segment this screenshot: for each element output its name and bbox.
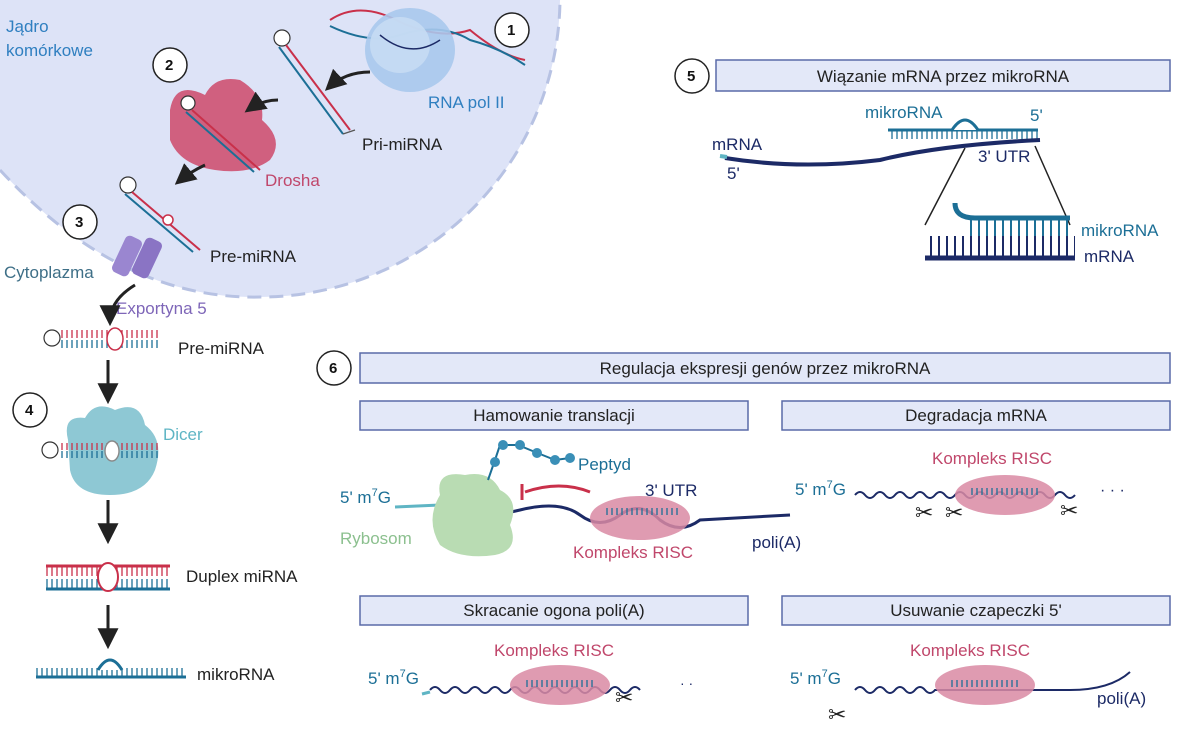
panel5-binding-diagram — [719, 118, 1075, 261]
mrna-degradation-diagram: · · · ✂ ✂ ✂ — [854, 475, 1125, 526]
exportin-label: Exportyna 5 — [116, 299, 207, 318]
sub2-title: Degradacja mRNA — [905, 406, 1047, 425]
step-5-number: 5 — [687, 68, 695, 85]
sub3-title: Skracanie ogona poli(A) — [463, 601, 644, 620]
panel5-zoom-mrna: mRNA — [1084, 247, 1135, 266]
exportin-channel — [112, 235, 162, 279]
panel6-title-box — [359, 352, 1171, 384]
svg-text:✂: ✂ — [615, 686, 633, 711]
translation-inhibition-diagram — [394, 440, 791, 557]
decapping-diagram: ✂ — [828, 665, 1131, 728]
panel5-title: Wiązanie mRNA przez mikroRNA — [817, 67, 1070, 86]
sub1-ribosom-label: Rybosom — [340, 529, 412, 548]
step-4-badge — [12, 392, 48, 428]
nucleus-label-line1: Jądro — [6, 17, 49, 36]
sub1-polya-label: poli(A) — [752, 533, 801, 552]
sub4-polya-label: poli(A) — [1097, 689, 1146, 708]
pre-mirna-nucleus-label: Pre-miRNA — [210, 247, 297, 266]
svg-text:· · ·: · · · — [1100, 482, 1125, 499]
step-2-number: 2 — [165, 57, 173, 74]
pri-mirna-hairpin — [273, 29, 356, 135]
sub3-title-box — [359, 595, 749, 626]
sub1-title-box — [359, 400, 749, 431]
sub4-title: Usuwanie czapeczki 5' — [890, 601, 1061, 620]
panel5-title-box — [715, 59, 1171, 92]
sub2-title-box — [781, 400, 1171, 431]
sub1-title: Hamowanie translacji — [473, 406, 635, 425]
svg-text:✂: ✂ — [945, 501, 963, 526]
pre-mirna-cyto-label: Pre-miRNA — [178, 339, 265, 358]
svg-text:· ·: · · — [680, 675, 693, 691]
panel5-mikrorna-label: mikroRNA — [865, 103, 943, 122]
rna-pol-label: RNA pol II — [428, 93, 505, 112]
panel6-title: Regulacja ekspresji genów przez mikroRNA — [600, 359, 931, 378]
dicer-label: Dicer — [163, 425, 203, 444]
nucleus-label-line2: komórkowe — [6, 41, 93, 60]
step-6-number: 6 — [329, 360, 337, 377]
sub1-peptyd-label: Peptyd — [578, 455, 631, 474]
sub2-risc-label: Kompleks RISC — [932, 449, 1052, 468]
step-6-badge — [316, 350, 352, 386]
panel5-five-prime-left: 5' — [727, 164, 740, 183]
panel5-mrna-label: mRNA — [712, 135, 763, 154]
step-1-number: 1 — [507, 22, 515, 39]
sub2-cap: 5' m7G — [795, 479, 846, 499]
sub4-title-box — [781, 595, 1171, 626]
pre-mirna-nucleus-hairpin — [119, 176, 201, 253]
drosha-label: Drosha — [265, 171, 320, 190]
svg-text:✂: ✂ — [1060, 499, 1078, 524]
sub4-risc-label: Kompleks RISC — [910, 641, 1030, 660]
pre-mirna-cytoplasm — [43, 327, 160, 351]
pri-mirna-label: Pri-miRNA — [362, 135, 443, 154]
cytoplasm-label: Cytoplazma — [4, 263, 94, 282]
dicer-enzyme — [41, 406, 159, 495]
sub3-cap: 5' m7G — [368, 668, 419, 688]
sub1-utr-label: 3' UTR — [645, 481, 697, 500]
sub4-cap: 5' m7G — [790, 668, 841, 688]
svg-text:✂: ✂ — [915, 501, 933, 526]
mikrorna-final-label: mikroRNA — [197, 665, 275, 684]
panel5-utr-label: 3' UTR — [978, 147, 1030, 166]
step-3-badge — [62, 204, 98, 240]
step-3-number: 3 — [75, 214, 83, 231]
svg-text:✂: ✂ — [828, 703, 846, 728]
sub1-cap: 5' m7G — [340, 487, 391, 507]
sub3-risc-label: Kompleks RISC — [494, 641, 614, 660]
duplex-label: Duplex miRNA — [186, 567, 298, 586]
step-4-number: 4 — [25, 402, 34, 419]
polya-shortening-diagram: ✂ · · — [421, 665, 693, 711]
sub1-risc-label: Kompleks RISC — [573, 543, 693, 562]
step-1-badge — [494, 12, 530, 48]
step-2-badge — [152, 47, 188, 83]
rna-polymerase-icon — [329, 8, 526, 92]
mature-mirna — [36, 658, 186, 679]
panel5-five-prime-top: 5' — [1030, 106, 1043, 125]
mirna-duplex — [46, 562, 170, 592]
panel5-zoom-mikrorna: mikroRNA — [1081, 221, 1159, 240]
step-5-badge — [674, 58, 710, 94]
